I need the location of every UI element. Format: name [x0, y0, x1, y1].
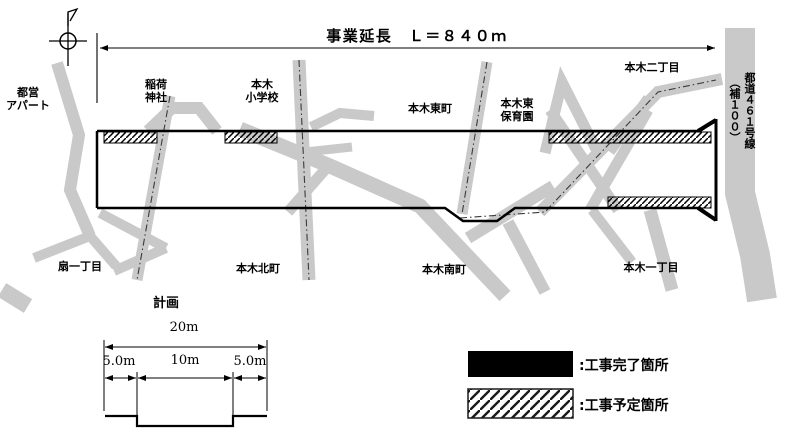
label-motoki-itchome: 本木一丁目: [623, 261, 679, 274]
legend-planned-swatch: [467, 388, 574, 419]
band-top-flare: [696, 118, 718, 133]
label-motoki-minamimachi: 本木南町: [422, 263, 466, 276]
band-bottom-flare: [696, 206, 718, 222]
planned-section-2: [224, 131, 278, 144]
right-width-label: 5.0m: [233, 354, 267, 369]
legend-swatches: [467, 351, 574, 419]
street-network: [0, 28, 777, 313]
route-road: [725, 28, 777, 303]
band-bottom-edge: [97, 206, 717, 223]
label-toei-apart: 都営 アパート: [6, 86, 50, 112]
center-width-label: 10m: [170, 353, 200, 368]
cross-section-title: 計画: [152, 296, 180, 311]
label-motoki-higashi-hoikuen: 本木東 保育園: [500, 97, 534, 123]
planned-section-1: [103, 131, 158, 144]
road-profile: [105, 414, 267, 428]
legend-planned-label: :工事予定箇所: [579, 398, 669, 414]
north-compass-icon: [49, 7, 87, 66]
project-extent-dimension: [96, 33, 715, 103]
street-centerlines: [136, 59, 717, 281]
cross-section-drawing: [103, 340, 268, 428]
planned-work-sections: [103, 131, 712, 209]
label-motoki-higashimachi: 本木東町: [408, 102, 452, 115]
legend-completed-label: :工事完了箇所: [579, 358, 669, 374]
legend-completed-swatch: [468, 351, 573, 377]
label-motoki-elementary: 本木 小学校: [245, 78, 279, 104]
label-ogi-itchome: 扇一丁目: [58, 260, 102, 273]
planned-section-3: [548, 131, 712, 144]
label-motoki-nichome: 本木二丁目: [624, 61, 680, 74]
project-length-title: 事業延長 Ｌ＝８４０ｍ: [326, 27, 508, 45]
school-street: [292, 59, 316, 281]
label-inari-shrine: 稲荷 神社: [145, 78, 167, 104]
label-route-461: 都道４６１号線 （補１００）: [728, 72, 756, 149]
label-motoki-kitamachi: 本木北町: [236, 262, 280, 275]
planned-section-4: [607, 196, 712, 209]
total-width-label: 20m: [169, 320, 199, 335]
left-width-label: 5.0m: [102, 354, 136, 369]
